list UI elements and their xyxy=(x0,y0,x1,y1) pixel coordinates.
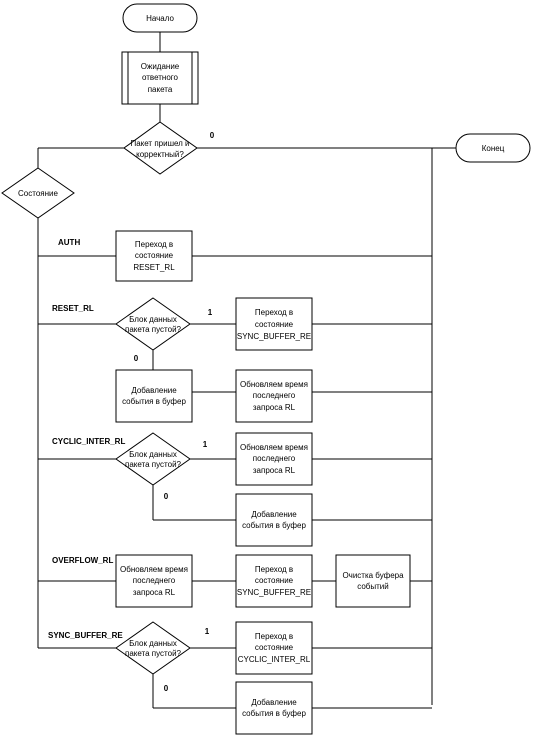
sync-decision-line-2: пакета пустой? xyxy=(125,649,182,658)
update-time-2-line-1: Обновляем время xyxy=(240,443,308,452)
state-label: Состояние xyxy=(18,189,58,198)
to-sync-2-line-2: состояние xyxy=(255,576,294,585)
state-reset-rl-label: RESET_RL xyxy=(52,304,94,313)
reset-decision-no: 0 xyxy=(134,354,139,363)
process-to-sync-buffer-re-2: Переход в состояние SYNC_BUFFER_RE xyxy=(235,554,313,608)
clear-buffer-line-2: событий xyxy=(357,582,388,591)
process-add-event-3: Добавление события в буфер xyxy=(235,681,313,735)
to-sync-2-line-1: Переход в xyxy=(255,565,293,574)
process-to-sync-buffer-re: Переход в состояние SYNC_BUFFER_RE xyxy=(235,297,313,351)
state-auth-label: AUTH xyxy=(58,238,80,247)
update-time-3-line-3: запроса RL xyxy=(133,588,176,597)
update-time-2-line-3: запроса RL xyxy=(253,466,296,475)
to-reset-rl-line-3: RESET_RL xyxy=(133,263,175,272)
sync-decision: Блок данных пакета пустой? 1 0 xyxy=(115,621,210,693)
process-add-event-1: Добавление события в буфер xyxy=(115,369,193,423)
to-cyclic-line-3: CYCLIC_INTER_RL xyxy=(238,655,311,664)
update-time-2-line-2: последнего xyxy=(253,454,296,463)
add-event-2-line-1: Добавление xyxy=(251,510,297,519)
update-time-1-line-3: запроса RL xyxy=(253,403,296,412)
process-update-time-1: Обновляем время последнего запроса RL xyxy=(235,369,313,423)
packet-check-decision: Пакет пришел и корректный? 0 xyxy=(123,121,215,175)
to-sync-2-line-3: SYNC_BUFFER_RE xyxy=(237,588,311,597)
packet-check-line-2: корректный? xyxy=(136,150,184,159)
add-event-1-line-1: Добавление xyxy=(131,386,177,395)
reset-decision-yes: 1 xyxy=(208,308,213,317)
state-cyclic-inter-rl-label: CYCLIC_INTER_RL xyxy=(52,437,125,446)
end-terminal: Конец xyxy=(455,133,531,163)
process-to-cyclic-inter-rl: Переход в состояние CYCLIC_INTER_RL xyxy=(235,621,313,675)
reset-rl-decision: Блок данных пакета пустой? 1 0 xyxy=(115,297,213,363)
add-event-3-line-1: Добавление xyxy=(251,698,297,707)
process-clear-buffer: Очистка буфера событий xyxy=(335,554,411,608)
end-label: Конец xyxy=(482,144,505,153)
wait-line-1: Ожидание xyxy=(141,62,180,71)
packet-check-no-label: 0 xyxy=(210,131,215,140)
add-event-2-line-2: события в буфер xyxy=(242,521,306,530)
to-sync-line-1: Переход в xyxy=(255,308,293,317)
add-event-3-line-2: события в буфер xyxy=(242,709,306,718)
sync-decision-no: 0 xyxy=(164,684,169,693)
wait-line-3: пакета xyxy=(148,85,173,94)
state-overflow-rl-label: OVERFLOW_RL xyxy=(52,556,113,565)
process-to-reset-rl: Переход в состояние RESET_RL xyxy=(115,230,193,282)
update-time-1-line-2: последнего xyxy=(253,391,296,400)
to-reset-rl-line-2: состояние xyxy=(135,251,174,260)
to-sync-line-3: SYNC_BUFFER_RE xyxy=(237,332,311,341)
to-sync-line-2: состояние xyxy=(255,320,294,329)
cyclic-decision-yes: 1 xyxy=(203,440,208,449)
cyclic-decision-line-2: пакета пустой? xyxy=(125,460,182,469)
cyclic-decision: Блок данных пакета пустой? 1 0 xyxy=(115,432,208,501)
wait-line-2: ответного xyxy=(142,73,179,82)
cyclic-decision-no: 0 xyxy=(164,492,169,501)
connector-lines xyxy=(37,32,456,709)
state-sync-buffer-re-label: SYNC_BUFFER_RE xyxy=(48,631,123,640)
reset-decision-line-1: Блок данных xyxy=(129,315,177,324)
update-time-3-line-1: Обновляем время xyxy=(120,565,188,574)
sync-decision-yes: 1 xyxy=(205,627,210,636)
reset-decision-line-2: пакета пустой? xyxy=(125,325,182,334)
start-label: Начало xyxy=(146,14,174,23)
wait-response-process: Ожидание ответного пакета xyxy=(121,51,199,105)
add-event-1-line-2: события в буфер xyxy=(122,397,186,406)
packet-check-line-1: Пакет пришел и xyxy=(130,139,189,148)
state-decision: Состояние xyxy=(1,167,75,219)
update-time-3-line-2: последнего xyxy=(133,576,176,585)
cyclic-decision-line-1: Блок данных xyxy=(129,450,177,459)
process-add-event-2: Добавление события в буфер xyxy=(235,493,313,547)
clear-buffer-line-1: Очистка буфера xyxy=(342,571,404,580)
to-cyclic-line-2: состояние xyxy=(255,643,294,652)
process-update-time-3: Обновляем время последнего запроса RL xyxy=(115,554,193,608)
to-cyclic-line-1: Переход в xyxy=(255,632,293,641)
start-terminal: Начало xyxy=(122,3,198,33)
sync-decision-line-1: Блок данных xyxy=(129,639,177,648)
process-update-time-2: Обновляем время последнего запроса RL xyxy=(235,432,313,486)
update-time-1-line-1: Обновляем время xyxy=(240,380,308,389)
to-reset-rl-line-1: Переход в xyxy=(135,240,173,249)
